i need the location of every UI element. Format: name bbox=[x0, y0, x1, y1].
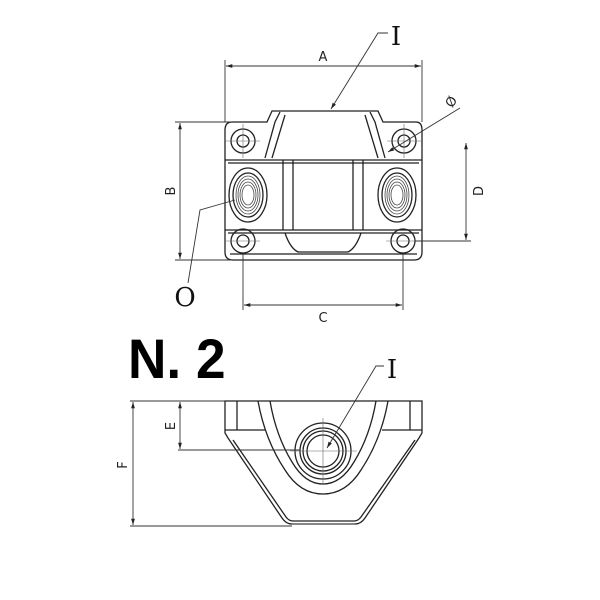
mounting-hole-top-left bbox=[226, 124, 260, 158]
raised-center bbox=[264, 111, 386, 159]
u-bracket bbox=[257, 400, 389, 495]
inlet-label-side: I bbox=[387, 355, 397, 385]
dimension-c: C bbox=[242, 253, 404, 326]
inlet-port-side bbox=[290, 418, 357, 484]
inlet-callout-side: I bbox=[326, 355, 397, 449]
dim-e-label: E bbox=[164, 422, 179, 430]
dim-a-label: A bbox=[319, 50, 328, 65]
dim-b-label: B bbox=[164, 187, 179, 196]
outlet-label: O bbox=[174, 283, 195, 313]
threaded-port-right bbox=[377, 167, 417, 223]
dimension-a: A bbox=[224, 50, 423, 122]
dimension-e: E bbox=[164, 402, 300, 451]
threaded-port-left bbox=[228, 167, 268, 223]
inlet-label-top: I bbox=[391, 22, 401, 52]
body-outline bbox=[224, 110, 423, 261]
inlet-callout-top: I bbox=[330, 22, 401, 110]
top-view: A B C D Ø I O bbox=[164, 22, 487, 326]
dim-f-label: F bbox=[116, 461, 131, 468]
dimension-d: D bbox=[415, 143, 487, 242]
dim-c-label: C bbox=[318, 311, 327, 326]
dimension-b: B bbox=[164, 121, 232, 261]
mounting-hole-top-right bbox=[387, 124, 421, 158]
side-view: E F I bbox=[116, 355, 423, 527]
diameter-label: Ø bbox=[443, 94, 461, 110]
side-outline bbox=[224, 400, 423, 525]
dim-d-label: D bbox=[472, 186, 487, 196]
outlet-callout: O bbox=[174, 199, 236, 313]
dimension-f: F bbox=[116, 400, 292, 527]
drawing-number: N. 2 bbox=[128, 328, 226, 391]
